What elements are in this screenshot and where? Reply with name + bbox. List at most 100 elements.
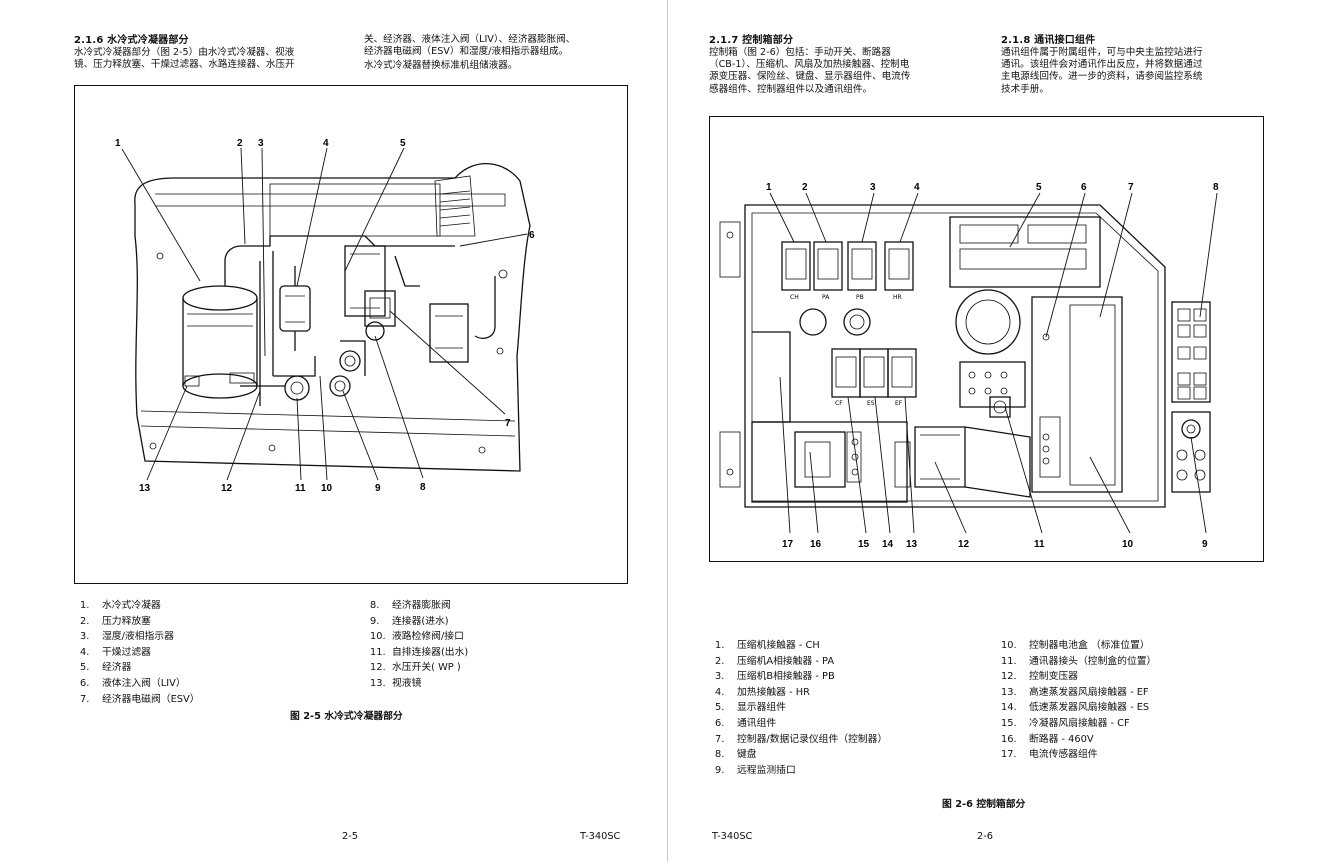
callout-10: 10 <box>1122 539 1134 550</box>
text-line: 通讯。该组件会对通讯作出反应，并将数据通过 <box>1001 59 1203 71</box>
legend-text: 低速蒸发器风扇接触器 - ES <box>1029 702 1150 714</box>
mounting-plate-slots <box>435 315 463 349</box>
section-2-1-6-text-col2: 关、经济器、液体注入阀（LIV）、经济器膨胀阀、 经济器电磁阀（ESV）和湿度/… <box>364 34 664 73</box>
circuit-breaker <box>794 431 862 488</box>
legend-num: 9. <box>370 615 380 627</box>
legend-text: 液体注入阀（LIV） <box>102 677 186 689</box>
legend-text: 压缩机接触器 - CH <box>737 640 820 651</box>
legend-num: 1. <box>80 600 90 611</box>
figure-2-6-frame: CH PA PB HR <box>709 116 1264 562</box>
legend-item: 17.电流传感器组件 <box>1001 747 1301 763</box>
text-line: 水冷式冷凝器部分（图 2-5）由水冷式冷凝器、视液 <box>74 47 295 58</box>
figure-2-6-legend-col1: 1. 压缩机接触器 - CH 2.压缩机A相接触器 - PA 3. 压缩机B相接触器… <box>715 638 995 778</box>
legend-num: 2. <box>715 655 725 667</box>
callout-5: 5 <box>400 138 406 149</box>
legend-num: 7. <box>715 733 725 745</box>
legend-text: 经济器 <box>102 662 132 674</box>
controller-module <box>1031 296 1123 493</box>
legend-num: 3. <box>80 631 90 643</box>
legend-item: 15.冷凝器风扇接触器 - CF <box>1001 716 1301 732</box>
legend-num: 12. <box>1001 671 1017 683</box>
callout-9: 9 <box>375 483 381 494</box>
legend-text: 压缩机B相接触器 - PB <box>737 671 835 683</box>
callout-2: 2 <box>802 182 808 193</box>
text-line: 感器组件、控制器组件以及通讯组件。 <box>709 83 873 95</box>
text-line: 技术手册。 <box>1001 83 1049 95</box>
callout-15: 15 <box>858 539 870 550</box>
section-title-2-1-6: 2.1.6 水冷式冷凝器部分 <box>74 35 189 46</box>
legend-num: 5. <box>715 702 725 714</box>
round-opening <box>955 289 1021 355</box>
legend-text: 控制器电池盒 （标准位置） <box>1029 640 1150 651</box>
knockout <box>849 314 865 330</box>
contactor-tag-ch: CH <box>790 294 799 301</box>
legend-num: 1. <box>715 640 725 651</box>
mounting-plate <box>429 303 469 363</box>
legend-num: 13. <box>1001 686 1017 698</box>
legend-num: 6. <box>80 677 90 689</box>
callout-7: 7 <box>1128 182 1134 193</box>
legend-text: 冷凝器风扇接触器 - CF <box>1029 717 1130 729</box>
legend-num: 10. <box>1001 640 1017 651</box>
rivets <box>149 252 504 454</box>
legend-item: 4.加热接触器 - HR <box>715 685 995 701</box>
control-transformer <box>894 426 1031 498</box>
legend-num: 11. <box>1001 655 1017 667</box>
legend-text: 压力释放塞 <box>102 615 151 627</box>
callout-8: 8 <box>420 482 426 493</box>
legend-text: 远程监测插口 <box>737 764 796 776</box>
section-title-2-1-8: 2.1.8 通讯接口组件 <box>1001 35 1096 46</box>
legend-num: 2. <box>80 615 90 627</box>
legend-text: 显示器组件 <box>737 702 786 714</box>
page-number: 2-5 <box>342 831 359 842</box>
callout-leaders <box>769 192 1218 534</box>
callout-7: 7 <box>505 418 511 429</box>
legend-num: 12. <box>370 662 386 674</box>
chassis-rail <box>140 410 516 422</box>
legend-item: 11.通讯器接头（控制盒的位置） <box>1001 654 1301 670</box>
legend-text: 干燥过滤器 <box>102 646 151 658</box>
legend-item: 1. 压缩机接触器 - CH <box>715 638 995 654</box>
legend-item: 1.水冷式冷凝器 <box>80 598 350 614</box>
legend-num: 14. <box>1001 702 1017 714</box>
legend-item: 16.断路器 - 460V <box>1001 732 1301 748</box>
callout-17: 17 <box>782 539 794 550</box>
text-line: 控制箱（图 2-6）包括：手动开关、断路器 <box>709 47 891 58</box>
legend-num: 4. <box>715 686 725 698</box>
legend-item: 2.压缩机A相接触器 - PA <box>715 654 995 670</box>
round-opening <box>965 299 1011 345</box>
section-title-2-1-7: 2.1.7 控制箱部分 <box>709 35 794 46</box>
legend-num: 3. <box>715 671 725 683</box>
legend-item: 9. 远程监测插口 <box>715 763 995 779</box>
page-number: 2-6 <box>977 831 994 842</box>
legend-item: 6.通讯组件 <box>715 716 995 732</box>
legend-item: 12.控制变压器 <box>1001 669 1301 685</box>
figure-2-6-callouts: 1 2 3 4 5 6 7 8 9 10 11 12 13 14 15 16 1… <box>766 182 1219 550</box>
callout-4: 4 <box>914 182 920 193</box>
text-line: 水冷式冷凝器替换标准机组储液器。 <box>364 60 518 72</box>
fitting <box>498 269 508 279</box>
page-gutter <box>667 0 668 862</box>
legend-num: 9. <box>715 764 725 776</box>
control-box-outline <box>744 204 1166 508</box>
text-line: 镜、压力释放塞、干燥过滤器、水路连接器、水压开 <box>74 59 295 71</box>
legend-item: 2. 压力释放塞 <box>80 614 350 630</box>
legend-text: 湿度/液相指示器 <box>102 631 174 643</box>
legend-item: 11.自排连接器(出水) <box>370 645 640 661</box>
legend-item: 3. 湿度/液相指示器 <box>80 629 350 645</box>
pipe <box>394 255 420 287</box>
legend-item: 6. 液体注入阀（LIV） <box>80 676 350 692</box>
pipe <box>273 356 316 377</box>
legend-num: 8. <box>715 749 725 761</box>
contactor-tag-hr: HR <box>893 294 902 301</box>
keypad <box>1171 301 1211 403</box>
callout-12: 12 <box>958 539 970 550</box>
chassis-outline <box>134 163 531 472</box>
contactor-tags-top: CH PA PB HR <box>790 294 902 301</box>
text-line: 通讯组件属于附属组件，可与中央主监控站进行 <box>1001 47 1203 58</box>
figure-2-6-drawing: CH PA PB HR <box>719 182 1219 550</box>
control-box-inner <box>751 212 1159 502</box>
section-2-1-7-text: 控制箱（图 2-6）包括：手动开关、断路器 （CB-1）、压缩机、风扇及加热接触… <box>709 47 979 96</box>
expansion-valve <box>339 340 366 376</box>
figure-2-5-caption: 图 2-5 水冷式冷凝器部分 <box>290 711 403 722</box>
